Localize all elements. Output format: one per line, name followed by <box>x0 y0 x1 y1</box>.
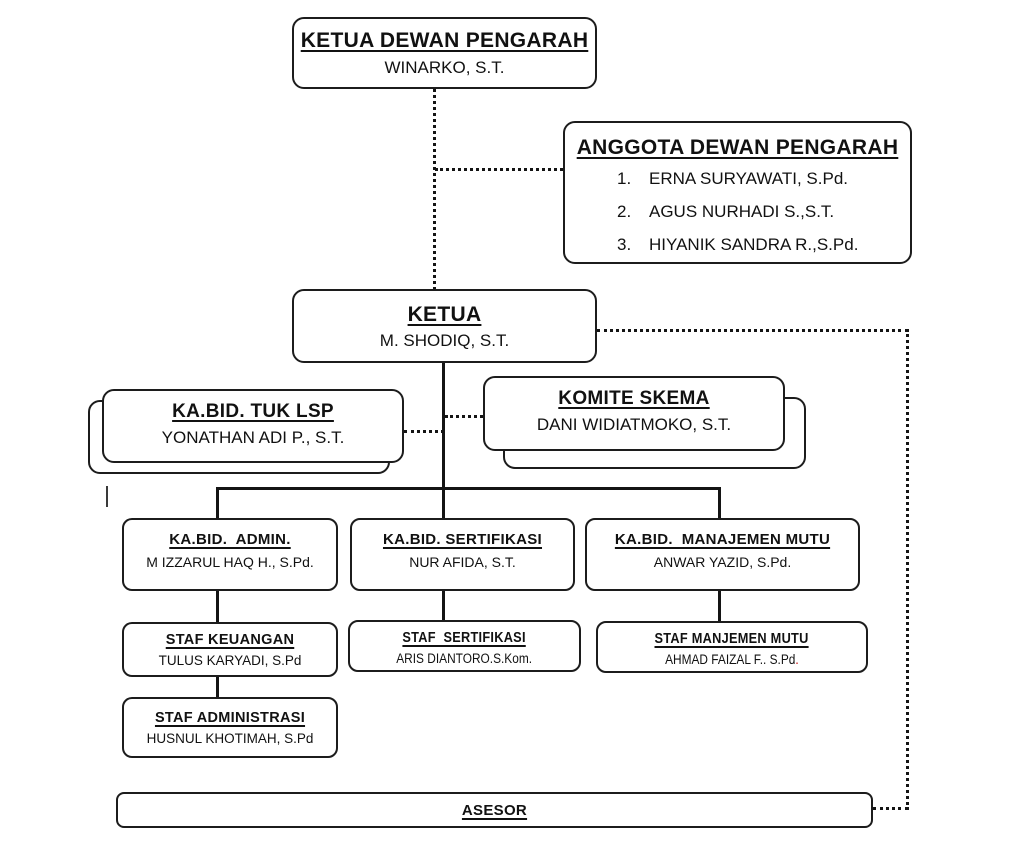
person-name: WINARKO, S.T. <box>384 58 505 77</box>
box-title: KOMITE SKEMA <box>558 388 710 409</box>
box-title: ASESOR <box>461 802 528 819</box>
org-box-asesor: ASESOR <box>116 792 873 828</box>
red-period: . <box>795 652 799 667</box>
box-title: KA.BID. TUK LSP <box>172 401 334 422</box>
dotted-connector-to-tuk-lsp <box>404 430 444 433</box>
person-name: AGUS NURHADI S.,S.T. <box>649 202 835 221</box>
member-number: 3. <box>617 235 632 254</box>
org-box-staf-administrasi: STAF ADMINISTRASI HUSNUL KHOTIMAH, S.Pd <box>122 697 338 758</box>
org-box-staf-keuangan: STAF KEUANGAN TULUS KARYADI, S.Pd <box>122 622 338 677</box>
org-box-kabid-sertifikasi: KA.BID. SERTIFIKASI NUR AFIDA, S.T. <box>350 518 575 591</box>
person-name: AHMAD FAIZAL F.. S.Pd. <box>598 650 866 670</box>
person-name: NUR AFIDA, S.T. <box>409 554 516 570</box>
org-box-staf-sertifikasi: STAF SERTIFIKASI ARIS DIANTORO.S.Kom. <box>348 620 581 672</box>
person-name: DANI WIDIATMOKO, S.T. <box>536 415 732 434</box>
box-title: STAF MANJEMEN MUTU <box>654 631 810 647</box>
connector-horizontal-bar <box>216 487 721 490</box>
connector-drop-kabid-admin <box>216 487 219 518</box>
box-title: STAF SERTIFIKASI <box>402 630 527 646</box>
dotted-connector-pengarah-to-ketua <box>433 89 436 290</box>
person-name: M. SHODIQ, S.T. <box>379 331 510 350</box>
person-name: ERNA SURYAWATI, S.Pd. <box>649 169 849 188</box>
box-title: KA.BID. ADMIN. <box>169 531 291 548</box>
person-name-text: AHMAD FAIZAL F.. S.Pd. <box>665 652 799 667</box>
dotted-connector-right-vertical <box>906 329 909 810</box>
org-box-anggota-dewan-pengarah: ANGGOTA DEWAN PENGARAH 1. ERNA SURYAWATI… <box>563 121 912 264</box>
connector-drop-kabid-mutu <box>718 487 721 518</box>
stray-tick-mark <box>106 486 108 507</box>
connector-admin-to-keuangan <box>216 591 219 623</box>
person-name-text: ARIS DIANTORO.S.Kom. <box>396 651 533 666</box>
org-box-kabid-tuk-lsp: KA.BID. TUK LSP YONATHAN ADI P., S.T. <box>102 389 404 463</box>
org-box-ketua: KETUA M. SHODIQ, S.T. <box>292 289 597 363</box>
person-name: TULUS KARYADI, S.Pd <box>158 653 302 668</box>
member-number: 1. <box>617 169 632 188</box>
org-box-kabid-admin: KA.BID. ADMIN. M IZZARUL HAQ H., S.Pd. <box>122 518 338 591</box>
box-title: KA.BID. SERTIFIKASI <box>382 531 543 548</box>
org-box-ketua-dewan-pengarah: KETUA DEWAN PENGARAH WINARKO, S.T. <box>292 17 597 89</box>
dotted-connector-ketua-right <box>597 329 908 332</box>
connector-mutu-to-staf <box>718 591 721 622</box>
dotted-connector-to-asesor <box>873 807 908 810</box>
member-number: 2. <box>617 202 632 221</box>
member-list-item: 2. AGUS NURHADI S.,S.T. <box>617 195 910 228</box>
person-name: ARIS DIANTORO.S.Kom. <box>350 649 579 669</box>
member-list-item: 3. HIYANIK SANDRA R.,S.Pd. <box>617 228 910 261</box>
person-name: HUSNUL KHOTIMAH, S.Pd <box>146 731 314 746</box>
box-title: KETUA DEWAN PENGARAH <box>300 29 589 52</box>
box-title: KA.BID. MANAJEMEN MUTU <box>614 531 831 548</box>
box-title: ANGGOTA DEWAN PENGARAH <box>576 136 899 159</box>
dotted-connector-to-anggota <box>435 168 563 171</box>
person-name: YONATHAN ADI P., S.T. <box>161 428 345 447</box>
box-title: KETUA <box>407 303 482 326</box>
person-name: ANWAR YAZID, S.Pd. <box>653 554 792 570</box>
member-list-item: 1. ERNA SURYAWATI, S.Pd. <box>617 162 910 195</box>
box-title: STAF ADMINISTRASI <box>154 710 306 726</box>
connector-ketua-to-kabid-row <box>442 363 445 519</box>
box-title: STAF KEUANGAN <box>165 632 295 648</box>
dotted-connector-to-komite-skema <box>445 415 483 418</box>
org-box-staf-manjemen-mutu: STAF MANJEMEN MUTU AHMAD FAIZAL F.. S.Pd… <box>596 621 868 673</box>
person-name: M IZZARUL HAQ H., S.Pd. <box>146 554 314 570</box>
person-name: HIYANIK SANDRA R.,S.Pd. <box>649 235 859 254</box>
connector-sertifikasi-to-staf <box>442 591 445 621</box>
org-box-komite-skema: KOMITE SKEMA DANI WIDIATMOKO, S.T. <box>483 376 785 451</box>
org-box-kabid-manajemen-mutu: KA.BID. MANAJEMEN MUTU ANWAR YAZID, S.Pd… <box>585 518 860 591</box>
connector-keuangan-to-administrasi <box>216 677 219 698</box>
